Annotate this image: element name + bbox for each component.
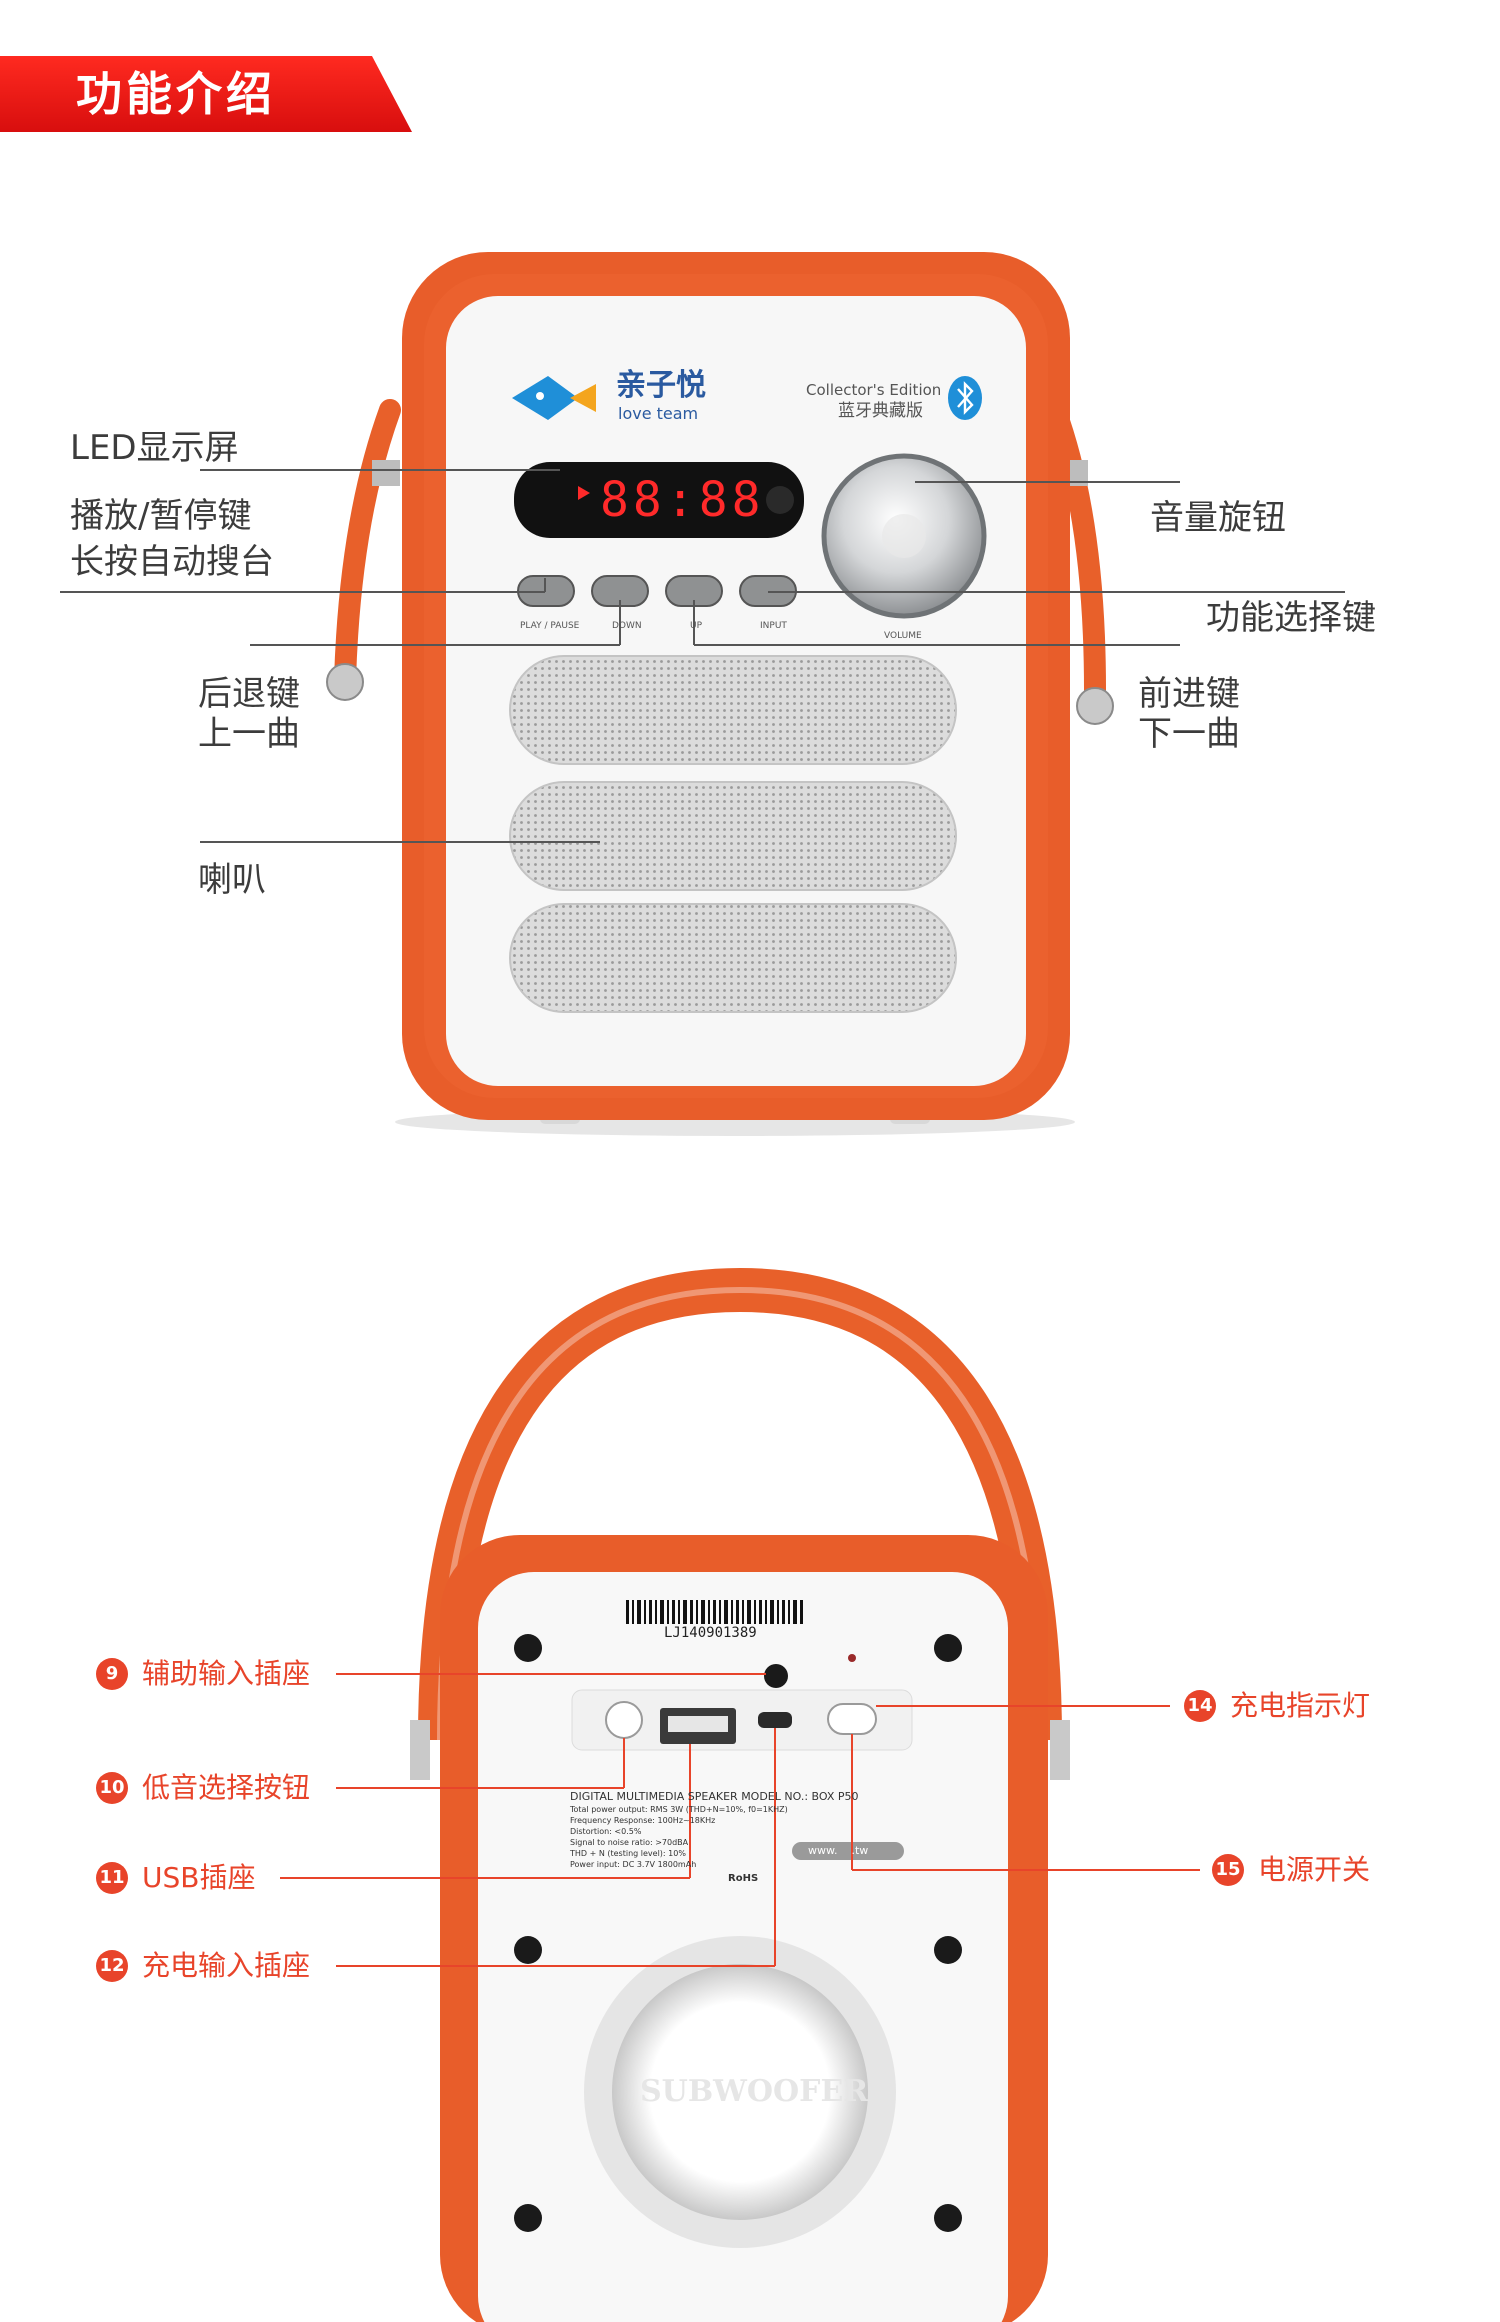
label-next-key: 前进键 (1138, 674, 1240, 714)
section-banner (0, 56, 412, 132)
label-volume-knob: 音量旋钮 (1150, 498, 1286, 538)
callout-charge-input: 12 充电输入插座 (96, 1946, 310, 1986)
aux-input-port (764, 1664, 788, 1688)
screw (934, 1634, 962, 1662)
label-auto-scan: 长按自动搜台 (70, 542, 274, 582)
callout-bass-select: 10 低音选择按钮 (96, 1768, 310, 1808)
callout-number: 10 (96, 1772, 128, 1804)
callout-power-switch: 15 电源开关 (1212, 1850, 1370, 1890)
back-speaker (410, 1267, 1070, 2322)
spec-block: DIGITAL MULTIMEDIA SPEAKER MODEL NO.: BO… (570, 1790, 970, 1870)
charge-input-port (758, 1712, 792, 1728)
screw (934, 2204, 962, 2232)
left-strap-stud (326, 663, 364, 701)
volume-label: VOLUME (884, 631, 922, 641)
button-label-down: DOWN (612, 621, 642, 631)
screw (514, 1634, 542, 1662)
callout-text: 辅助输入插座 (142, 1657, 311, 1690)
callout-text: 充电指示灯 (1230, 1689, 1371, 1722)
label-prev-track: 上一曲 (198, 714, 300, 754)
section-title: 功能介绍 (76, 67, 276, 121)
rohs-mark: RoHS (728, 1873, 759, 1884)
spec-line: Total power output: RMS 3W (THD+N=10%, f… (570, 1805, 788, 1814)
spec-line: Power input: DC 3.7V 1800mAh (570, 1860, 697, 1869)
callout-number: 12 (96, 1950, 128, 1982)
brand-sub: love team (618, 404, 699, 423)
brand-logo-icon (512, 376, 596, 420)
callout-number: 15 (1212, 1854, 1244, 1886)
website-pill (792, 1842, 904, 1860)
spec-line: Signal to noise ratio: >70dBA (570, 1838, 689, 1847)
brand-name: 亲子悦 (616, 368, 706, 403)
callout-text: 低音选择按钮 (142, 1771, 311, 1804)
label-prev-key: 后退键 (198, 674, 300, 714)
speaker-grill-top (509, 655, 957, 765)
charge-indicator-led (848, 1654, 856, 1662)
bluetooth-icon (948, 376, 982, 420)
subwoofer-cone (612, 1964, 868, 2220)
back-handle (418, 1267, 1062, 1741)
spec-line: THD + N (testing level): 10% (570, 1849, 686, 1858)
website-text: www. .tw (808, 1844, 869, 1857)
label-next-track: 下一曲 (1138, 714, 1240, 754)
play-indicator-icon (578, 486, 590, 500)
label-function-select: 功能选择键 (1206, 598, 1376, 638)
front-speaker (326, 252, 1114, 1136)
callout-text: 充电输入插座 (142, 1949, 311, 1982)
spec-line: Frequency Response: 100Hz~18KHz (570, 1816, 716, 1825)
label-play-pause: 播放/暂停键 (70, 496, 252, 536)
speaker-grill-middle (509, 781, 957, 891)
left-hinge (372, 460, 400, 486)
edition-en: Collector's Edition (806, 381, 942, 399)
callout-charge-indicator: 14 充电指示灯 (1184, 1686, 1370, 1726)
label-speaker: 喇叭 (198, 860, 266, 900)
callout-number: 9 (96, 1658, 128, 1690)
callout-text: 电源开关 (1258, 1853, 1371, 1886)
subwoofer-text: SUBWOOFER (640, 2074, 869, 2109)
led-display (514, 462, 804, 538)
barcode (626, 1600, 803, 1624)
spec-line: DIGITAL MULTIMEDIA SPEAKER MODEL NO.: BO… (570, 1790, 859, 1803)
callout-text: USB插座 (142, 1861, 256, 1894)
power-switch (827, 1703, 877, 1735)
back-left-hinge (410, 1720, 430, 1780)
callout-aux-input: 9 辅助输入插座 (96, 1654, 310, 1694)
back-right-hinge (1050, 1720, 1070, 1780)
spec-line: Distortion: <0.5% (570, 1827, 642, 1836)
serial-number: LJ140901389 (664, 1625, 757, 1641)
screw (514, 1936, 542, 1964)
button-label-input: INPUT (760, 621, 787, 631)
callout-usb: 11 USB插座 (96, 1858, 255, 1898)
button-label-up: UP (690, 621, 703, 631)
bass-select-button (605, 1701, 643, 1739)
callout-number: 14 (1184, 1690, 1216, 1722)
right-strap-stud (1076, 687, 1114, 725)
speaker-grill-bottom (509, 903, 957, 1013)
led-digits: 88:88 (600, 472, 765, 528)
label-led-display: LED显示屏 (70, 428, 239, 468)
callout-number: 11 (96, 1862, 128, 1894)
port-panel (571, 1689, 913, 1751)
edition-cn: 蓝牙典藏版 (838, 401, 923, 421)
back-leader-lines (280, 1673, 1200, 1967)
front-leader-lines (60, 469, 1345, 843)
button-label-play: PLAY / PAUSE (520, 621, 580, 631)
left-strap (334, 399, 401, 691)
screw (934, 1936, 962, 1964)
screw (514, 2204, 542, 2232)
